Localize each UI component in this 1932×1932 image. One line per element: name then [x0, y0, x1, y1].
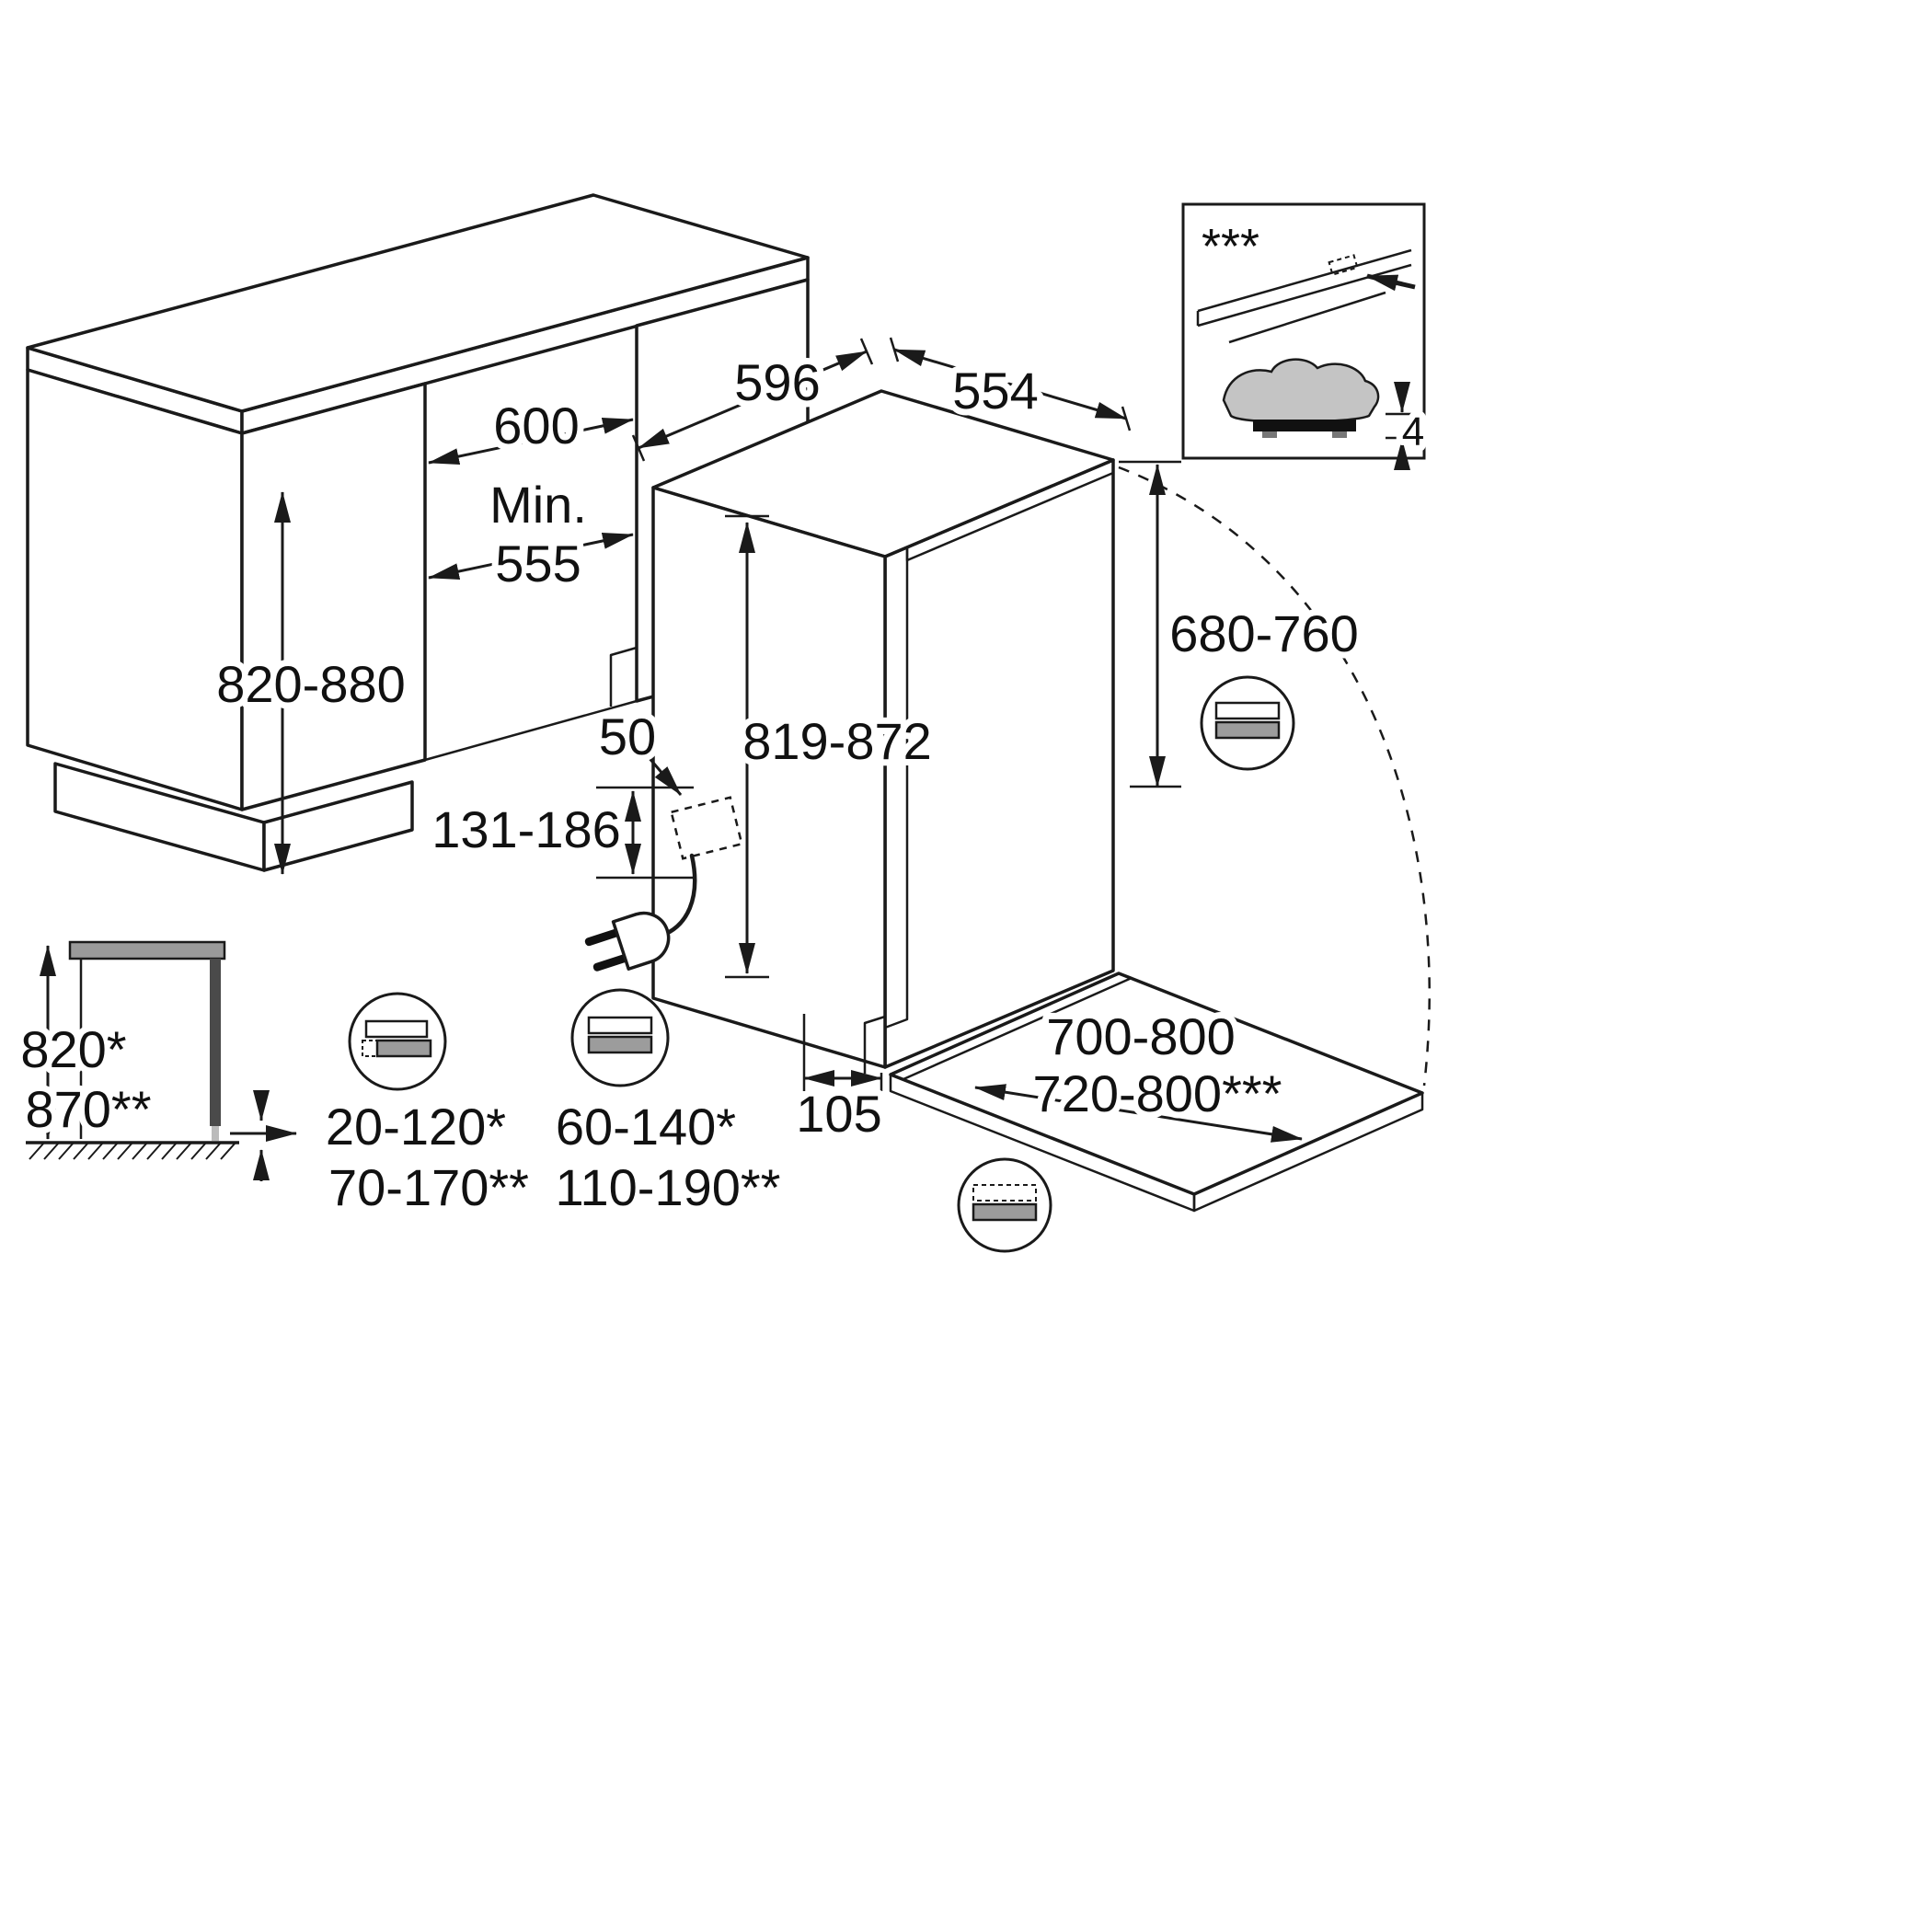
label-plinth-right-1: 60-140* [556, 1098, 736, 1156]
label-panel-dim-1: 700-800 [1046, 1007, 1236, 1065]
inset-plinth-line [1228, 291, 1386, 344]
inset-detail [1181, 202, 1426, 470]
label-plinth-right-2: 110-190** [556, 1158, 781, 1216]
inset-cabinet-line-1 [1197, 248, 1412, 313]
outlet-and-plug [584, 796, 743, 972]
side-view-side-panel [210, 959, 221, 1126]
plinth-icon-left [348, 992, 447, 1091]
dimension-lines [274, 337, 1303, 1143]
dim-line-700-800 [974, 1084, 1303, 1143]
plug-pin-top [584, 928, 619, 947]
tick-554-b [1121, 406, 1132, 431]
label-min-depth: 555 [495, 535, 581, 592]
plinth-icon-right-gray-bar [1214, 720, 1281, 740]
inset-pointer-arrow [1366, 273, 1416, 292]
label-outlet-offset: 50 [599, 707, 656, 765]
label-worktop-height: 820-880 [216, 655, 406, 713]
dim-line-600 [428, 418, 634, 465]
label-opening-width: 600 [493, 397, 579, 454]
tick-554-a [889, 337, 900, 362]
plinth-notch [863, 1015, 886, 1074]
plinth-icon-mid-gray-bar [587, 1035, 653, 1054]
dishwasher-front-face [651, 486, 887, 1069]
door-hinge-strip [889, 972, 1133, 1081]
label-side-height-a: 820* [20, 1020, 126, 1078]
floor-hatch [29, 1142, 236, 1160]
label-side-height-b: 870** [25, 1080, 151, 1138]
inset-base-bar [1253, 420, 1356, 431]
plinth-icon-bottom-gray-bar [972, 1202, 1038, 1222]
label-plinth-depth: 105 [796, 1085, 881, 1143]
label-min: Min. [489, 476, 587, 534]
inset-latch-dashed [1328, 254, 1359, 276]
label-panel-dim-2: 720-800*** [1033, 1064, 1282, 1122]
plinth-icon-left-dashed-bar [362, 1040, 378, 1057]
inset-foot-right [1332, 431, 1347, 438]
inset-foot-left [1262, 431, 1277, 438]
dim-line-555 [428, 533, 634, 580]
dimension-labels: 600 Min. 555 820-880 596 554 680-760 819… [14, 213, 1431, 1223]
plinth-icon-mid-top-bar [587, 1016, 653, 1035]
plinth-icon-bottom-dashed-bar [972, 1184, 1037, 1202]
label-appliance-depth: 554 [952, 362, 1038, 420]
door-swing-arc [1118, 466, 1431, 1087]
label-height-range: 819-872 [742, 712, 932, 770]
label-inset-marker: *** [1202, 219, 1259, 274]
plinth-icon-left-gray-bar [375, 1039, 432, 1058]
tick-596-b [859, 338, 874, 365]
plinth-icon-mid [570, 988, 670, 1087]
dim-line-554 [893, 348, 1127, 420]
plinth-icon-right [1200, 675, 1295, 771]
outlet-zone-dashed [670, 796, 743, 860]
plinth-icon-left-top-bar [364, 1019, 429, 1039]
label-appliance-width: 596 [734, 353, 820, 411]
label-mat-thickness: 4 [1402, 409, 1424, 454]
dim-line-596 [638, 350, 868, 450]
left-cabinet-front [240, 382, 427, 811]
tick-596-a [631, 434, 646, 462]
label-outlet-zone: 131-186 [431, 800, 621, 858]
left-cabinet-side [26, 368, 244, 811]
side-view-plinth-gap [212, 1126, 219, 1141]
label-plinth-left-2: 70-170** [328, 1158, 529, 1216]
opening-bottom-edge [424, 699, 638, 762]
power-plug [584, 911, 671, 972]
plinth-icon-right-top-bar [1214, 701, 1281, 720]
label-hinge-range: 680-760 [1169, 604, 1359, 662]
left-plinth-front [262, 780, 414, 872]
right-plinth-step [609, 646, 638, 707]
side-view [26, 940, 297, 1181]
plinth-icon-bottom [957, 1157, 1052, 1253]
side-view-worktop-bar [68, 940, 226, 960]
label-plinth-left-1: 20-120* [326, 1098, 506, 1156]
plug-pin-bottom [592, 954, 627, 972]
door-edge-strip [883, 546, 909, 1029]
plug-body [611, 911, 671, 971]
worktop-top [26, 193, 810, 413]
